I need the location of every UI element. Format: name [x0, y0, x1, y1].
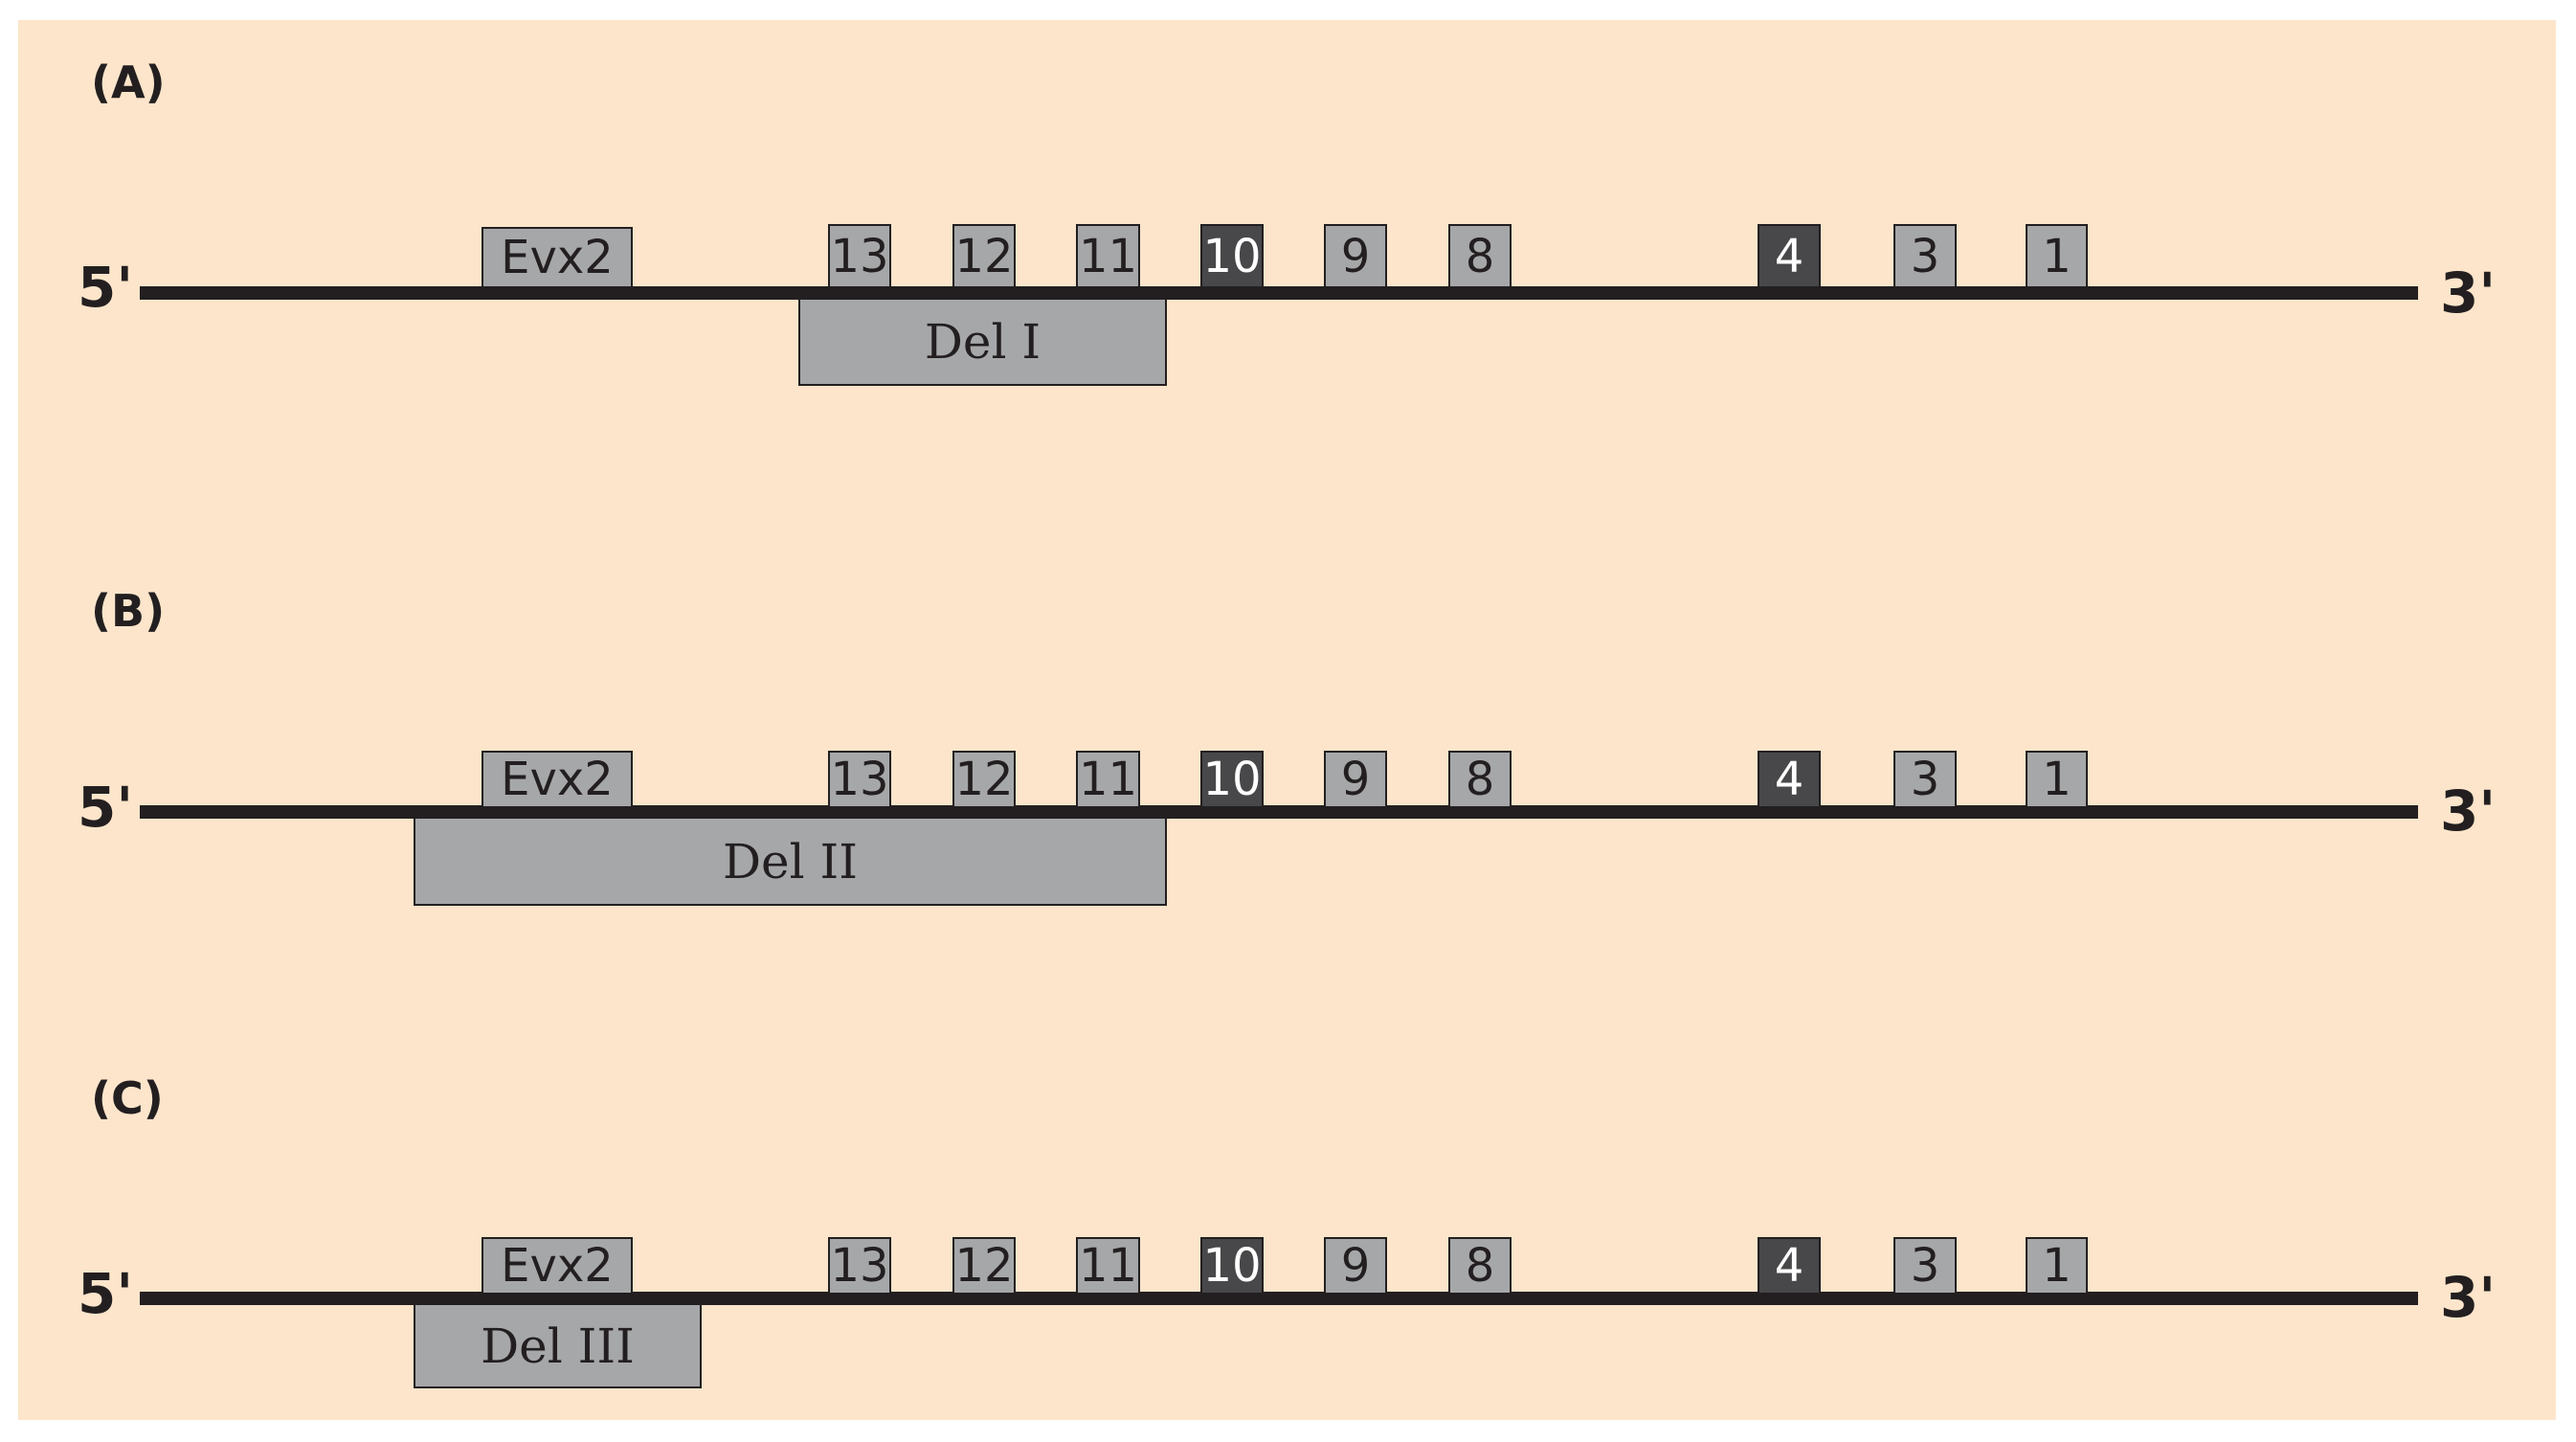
five-prime-label: 5'	[78, 255, 134, 320]
gene-13: 13	[828, 224, 891, 288]
five-prime-label: 5'	[78, 1261, 134, 1326]
gene-8: 8	[1448, 1237, 1512, 1295]
gene-4: 4	[1758, 224, 1821, 288]
gene-12: 12	[952, 1237, 1016, 1295]
gene-3: 3	[1893, 751, 1957, 808]
gene-3: 3	[1893, 224, 1957, 288]
gene-13: 13	[828, 751, 891, 808]
gene-12: 12	[952, 751, 1016, 808]
gene-1: 1	[2026, 1237, 2088, 1295]
gene-evx2: Evx2	[482, 1237, 633, 1295]
five-prime-label: 5'	[78, 775, 134, 840]
deletion-box: Del III	[414, 1303, 702, 1388]
figure: (A) 5' 3' Evx2 13 12 11 10 9 8 4 3 1 Del…	[18, 20, 2556, 1420]
gene-4: 4	[1758, 1237, 1821, 1295]
gene-10: 10	[1200, 224, 1264, 288]
panel-label: (B)	[91, 585, 166, 637]
gene-9: 9	[1324, 751, 1387, 808]
three-prime-label: 3'	[2440, 778, 2497, 844]
gene-4: 4	[1758, 751, 1821, 808]
gene-evx2: Evx2	[482, 751, 633, 808]
gene-10: 10	[1200, 751, 1264, 808]
dna-strand	[140, 286, 2418, 300]
deletion-box: Del I	[798, 298, 1167, 386]
gene-9: 9	[1324, 224, 1387, 288]
three-prime-label: 3'	[2440, 260, 2497, 326]
gene-12: 12	[952, 224, 1016, 288]
gene-evx2: Evx2	[482, 227, 633, 288]
gene-11: 11	[1076, 224, 1140, 288]
dna-strand	[140, 1292, 2418, 1305]
gene-10: 10	[1200, 1237, 1264, 1295]
gene-11: 11	[1076, 751, 1140, 808]
gene-8: 8	[1448, 224, 1512, 288]
gene-1: 1	[2026, 751, 2088, 808]
gene-13: 13	[828, 1237, 891, 1295]
gene-11: 11	[1076, 1237, 1140, 1295]
three-prime-label: 3'	[2440, 1265, 2497, 1330]
dna-strand	[140, 805, 2418, 819]
gene-3: 3	[1893, 1237, 1957, 1295]
gene-1: 1	[2026, 224, 2088, 288]
gene-8: 8	[1448, 751, 1512, 808]
deletion-box: Del II	[414, 817, 1167, 906]
panel-label: (A)	[91, 56, 166, 108]
gene-9: 9	[1324, 1237, 1387, 1295]
panel-label: (C)	[91, 1072, 164, 1124]
